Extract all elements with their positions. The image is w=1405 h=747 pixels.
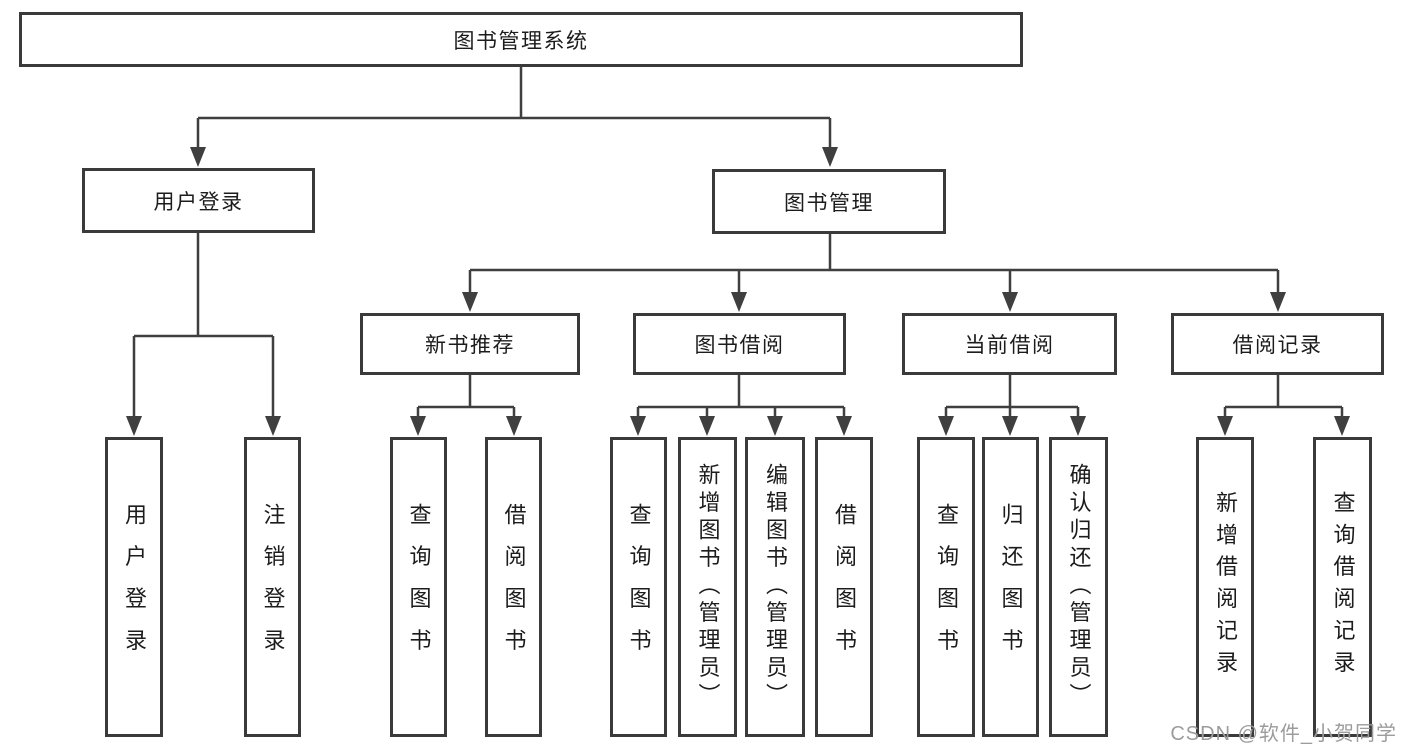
- node-label: 查询图书: [406, 503, 432, 671]
- arrowhead-icon: [767, 416, 783, 436]
- leaf-confirm-return-admin: 确认归还（管理员）: [1049, 437, 1108, 737]
- node-label: 借阅图书: [501, 503, 527, 671]
- node-label: 用户登录: [153, 190, 244, 214]
- leaf-add-borrow-record: 新增借阅记录: [1196, 437, 1254, 737]
- node-label: 图书管理系统: [453, 29, 589, 53]
- arrowhead-icon: [1002, 292, 1018, 312]
- arrowhead-icon: [731, 292, 747, 312]
- arrowhead-icon: [822, 147, 838, 167]
- leaf-borrow-books: 借阅图书: [485, 437, 542, 737]
- arrowhead-icon: [506, 416, 522, 436]
- arrowhead-icon: [265, 416, 281, 436]
- node-label: 确认归还（管理员）: [1066, 463, 1092, 711]
- node-current-borrow: 当前借阅: [902, 313, 1117, 375]
- node-label: 注销登录: [260, 503, 286, 671]
- leaf-logout: 注销登录: [244, 437, 301, 737]
- leaf-add-book-admin: 新增图书（管理员）: [678, 437, 737, 737]
- arrowhead-icon: [1002, 416, 1018, 436]
- leaf-borrow-books: 借阅图书: [815, 437, 873, 737]
- node-label: 归还图书: [998, 503, 1024, 671]
- csdn-watermark: CSDN @软件_小贺同学: [1170, 723, 1397, 745]
- node-label: 编辑图书（管理员）: [763, 463, 788, 711]
- node-label: 新增借阅记录: [1213, 491, 1238, 683]
- node-label: 图书管理: [784, 191, 874, 215]
- leaf-query-borrow-record: 查询借阅记录: [1313, 437, 1372, 737]
- node-label: 查询图书: [934, 503, 959, 671]
- arrowhead-icon: [1070, 416, 1086, 436]
- node-label: 查询借阅记录: [1330, 491, 1356, 683]
- node-label: 借阅记录: [1232, 334, 1323, 357]
- arrowhead-icon: [938, 416, 954, 436]
- arrowhead-icon: [1334, 416, 1350, 436]
- node-label: 借阅图书: [832, 503, 857, 671]
- arrowhead-icon: [126, 416, 142, 436]
- leaf-query-books: 查询图书: [610, 437, 667, 737]
- leaf-user-login: 用户登录: [105, 437, 163, 737]
- node-label: 新书推荐: [425, 334, 515, 357]
- arrowhead-icon: [1217, 416, 1233, 436]
- arrowhead-icon: [462, 292, 478, 312]
- node-label: 用户登录: [122, 503, 147, 671]
- node-book-management: 图书管理: [712, 169, 946, 234]
- node-new-book-recommend: 新书推荐: [360, 313, 580, 375]
- node-label: 新增图书（管理员）: [695, 463, 721, 711]
- leaf-return-book: 归还图书: [982, 437, 1039, 737]
- arrowhead-icon: [1270, 292, 1286, 312]
- arrowhead-icon: [410, 416, 426, 436]
- node-label: 查询图书: [626, 503, 652, 671]
- arrowhead-icon: [836, 416, 852, 436]
- node-library-system: 图书管理系统: [19, 12, 1023, 67]
- node-label: 图书借阅: [694, 334, 785, 357]
- leaf-query-books: 查询图书: [917, 437, 975, 737]
- arrowhead-icon: [190, 147, 206, 167]
- leaf-edit-book-admin: 编辑图书（管理员）: [745, 437, 805, 737]
- arrowhead-icon: [699, 416, 715, 436]
- node-borrow-records: 借阅记录: [1171, 313, 1384, 375]
- node-book-borrow: 图书借阅: [633, 313, 846, 375]
- node-label: 当前借阅: [964, 334, 1055, 357]
- node-user-login: 用户登录: [82, 168, 315, 233]
- connector-lines: [132, 67, 1344, 421]
- leaf-query-books: 查询图书: [390, 437, 447, 737]
- arrowhead-icon: [630, 416, 646, 436]
